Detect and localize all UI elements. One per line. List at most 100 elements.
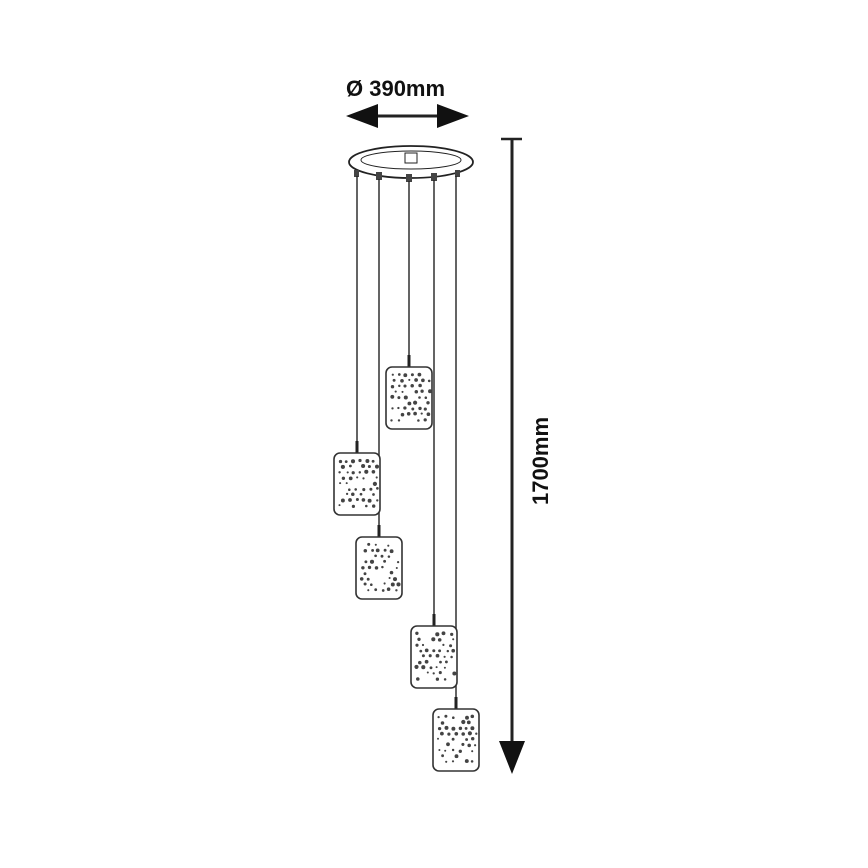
crystal-dot (454, 754, 459, 759)
shade-pattern (414, 631, 457, 681)
crystal-dot (461, 719, 466, 725)
shade-socket (407, 355, 411, 367)
crystal-dot (427, 379, 431, 383)
crystal-dot (387, 555, 391, 558)
crystal-dot (451, 760, 455, 763)
crystal-dot (351, 471, 355, 475)
crystal-dot (443, 655, 446, 658)
crystal-dot (389, 570, 394, 575)
crystal-dot (369, 559, 375, 564)
cable-grip (354, 170, 359, 177)
crystal-dot (426, 412, 431, 417)
crystal-dot (466, 720, 471, 725)
crystal-dot (467, 743, 471, 748)
crystal-dot (367, 542, 371, 546)
crystal-dot (386, 587, 391, 591)
crystal-dot (443, 678, 447, 681)
crystal-dot (417, 637, 421, 641)
crystal-dot (410, 383, 414, 388)
crystal-dot (403, 406, 407, 410)
crystal-dot (381, 565, 384, 569)
crystal-dot (428, 389, 432, 394)
crystal-dot (375, 476, 378, 479)
crystal-dot (372, 493, 375, 496)
crystal-dot (356, 476, 359, 479)
crystal-dot (358, 471, 362, 474)
crystal-dot (437, 726, 442, 731)
crystal-dot (419, 649, 423, 653)
crystal-dot (461, 742, 465, 746)
crystal-dot (394, 390, 397, 393)
crystal-dot (437, 737, 439, 740)
crystal-dot (367, 498, 372, 503)
crystal-dot (361, 463, 366, 469)
crystal-dot (438, 649, 442, 653)
crystal-dot (406, 411, 411, 416)
crystal-dot (470, 714, 475, 719)
crystal-dot (426, 671, 429, 674)
crystal-dot (387, 544, 390, 547)
crystal-dot (421, 665, 426, 670)
crystal-dot (445, 760, 448, 763)
crystal-dot (392, 378, 396, 382)
crystal-dot (413, 411, 417, 416)
crystal-dot (371, 459, 375, 463)
crystal-dot (341, 476, 346, 480)
crystal-dot (365, 504, 368, 508)
crystal-dot (450, 632, 454, 637)
crystal-dot (410, 373, 414, 377)
crystal-dot (371, 548, 375, 552)
crystal-dot (415, 631, 419, 635)
crystal-dot (437, 715, 440, 719)
crystal-dot (439, 660, 442, 664)
crystal-dot (458, 726, 463, 731)
crystal-dot (400, 378, 404, 383)
height-arrow-head (499, 741, 525, 774)
crystal-dot (452, 716, 455, 719)
crystal-dot (376, 487, 379, 490)
canopy-center-screw (404, 152, 418, 164)
crystal-dot (420, 412, 423, 415)
crystal-dot (438, 671, 442, 675)
crystal-dot (371, 470, 376, 474)
crystal-dot (359, 492, 363, 496)
shade-pattern (437, 714, 478, 764)
crystal-dot (374, 464, 380, 469)
crystal-dot (344, 460, 348, 463)
crystal-dot (354, 488, 357, 491)
crystal-dot (397, 396, 401, 400)
crystal-dot (414, 664, 419, 669)
crystal-dot (467, 731, 472, 736)
crystal-dot (440, 731, 444, 736)
crystal-dot (392, 577, 398, 582)
crystal-dot (426, 401, 430, 405)
crystal-dot (345, 482, 348, 485)
crystal-dot (363, 548, 368, 553)
crystal-dot (418, 660, 422, 665)
crystal-dot (374, 554, 377, 558)
crystal-dot (437, 638, 442, 642)
crystal-dot (340, 464, 345, 469)
crystal-dot (362, 477, 365, 480)
ceiling-canopy (348, 145, 474, 182)
crystal-dot (396, 582, 401, 587)
height-dimension: 1700mm (499, 137, 553, 774)
crystal-dot (408, 378, 411, 381)
crystal-dot (376, 499, 379, 502)
shade-5 (432, 697, 480, 772)
crystal-dot (363, 582, 367, 586)
crystal-dot (380, 554, 384, 558)
crystal-dot (414, 390, 419, 394)
cable-grip (455, 170, 460, 177)
crystal-dot (451, 648, 456, 653)
crystal-dot (351, 492, 355, 497)
crystal-dot (348, 498, 352, 502)
crystal-dot (444, 660, 448, 664)
crystal-dot (465, 738, 469, 741)
crystal-dot (403, 395, 408, 400)
crystal-dot (390, 419, 393, 422)
crystal-dot (369, 487, 373, 491)
crystal-dot (375, 548, 380, 553)
crystal-dot (440, 721, 445, 725)
